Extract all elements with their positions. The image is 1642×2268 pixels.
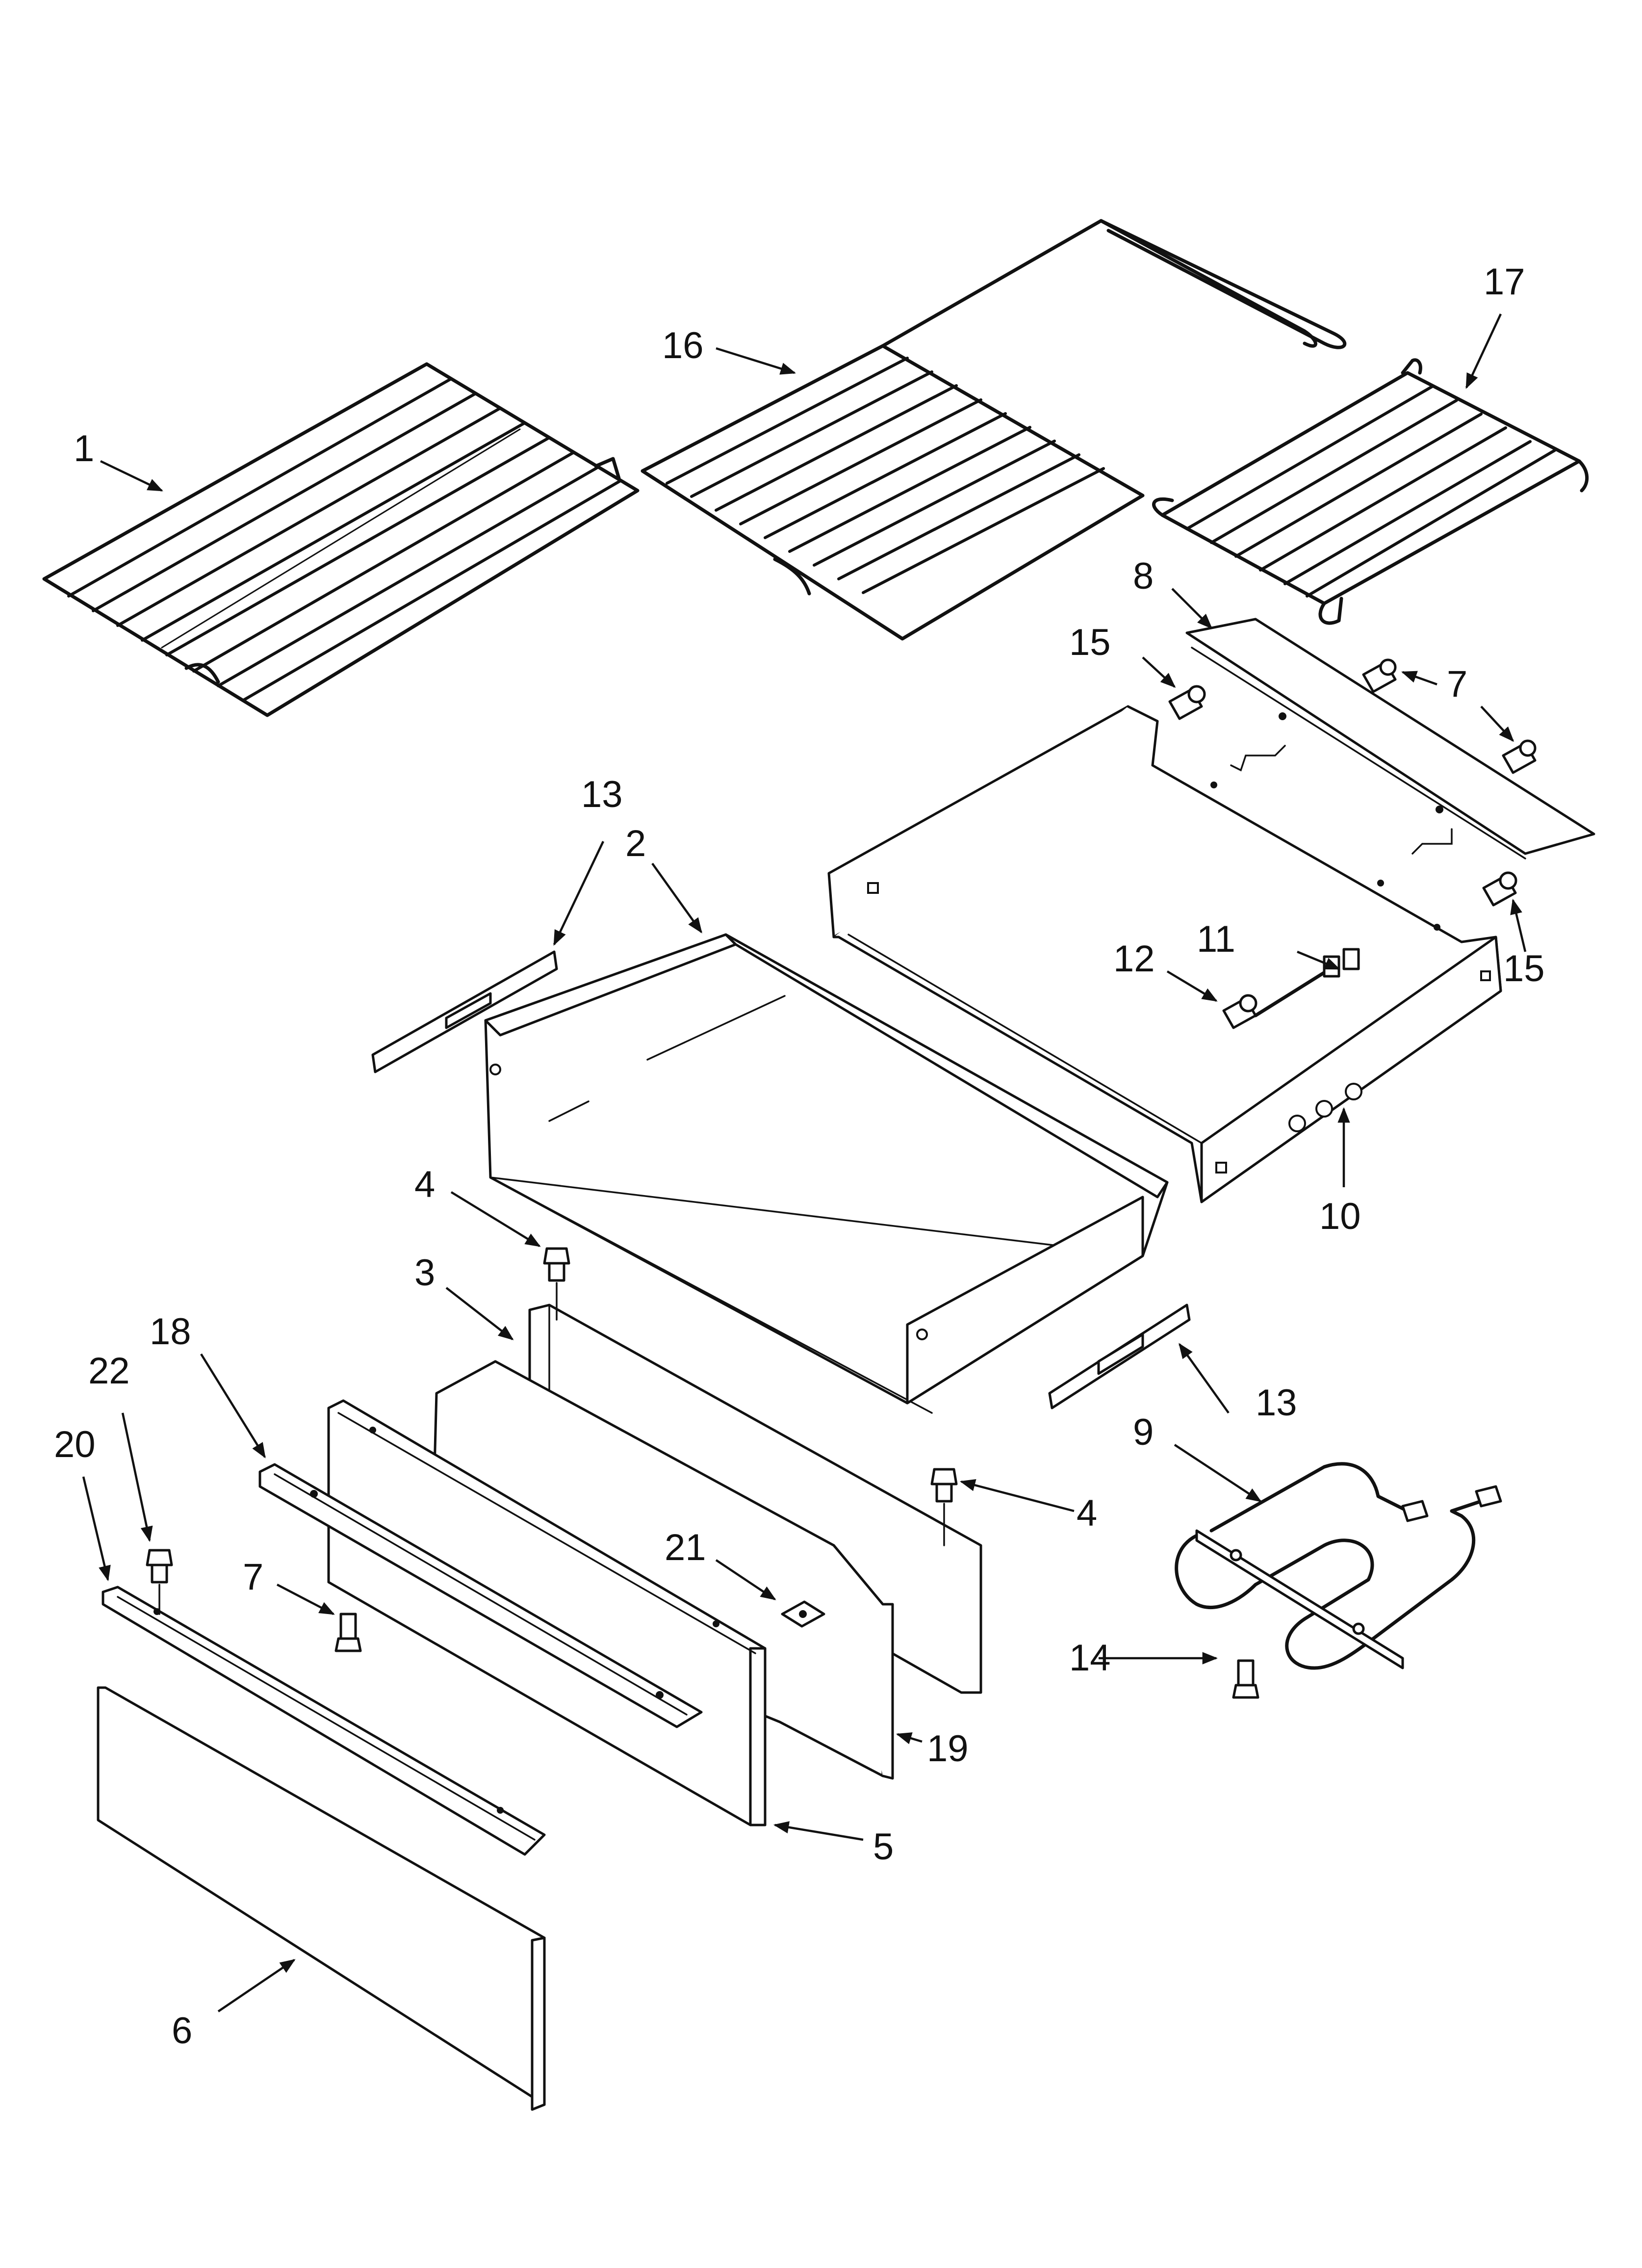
part-9-bake-element <box>1175 1462 1502 1670</box>
callout-4-lower: 4 <box>1077 1492 1097 1534</box>
callout-14: 14 <box>1069 1637 1111 1679</box>
callout-13-upper: 13 <box>581 774 623 815</box>
part-4-screw-right <box>930 1468 958 1546</box>
part-13-slide-left <box>371 950 558 1073</box>
callout-4-upper: 4 <box>414 1164 435 1205</box>
callout-13-lower: 13 <box>1256 1382 1297 1424</box>
callout-10: 10 <box>1319 1196 1361 1237</box>
callout-18: 18 <box>150 1311 191 1353</box>
callout-22: 22 <box>88 1350 130 1392</box>
callout-leaders <box>82 313 1527 2012</box>
part-5-drawer-front <box>327 1399 767 1826</box>
part-6-kick-panel <box>97 1686 546 2111</box>
part-18-handle-trim <box>258 1463 703 1728</box>
callout-9: 9 <box>1133 1411 1154 1453</box>
part-14-screw <box>1232 1659 1259 1699</box>
callout-12: 12 <box>1113 938 1155 980</box>
part-4-screw-left <box>543 1247 570 1321</box>
part-15-screw-upper <box>1168 685 1206 720</box>
part-16-extension-rack <box>641 219 1347 641</box>
callout-7-lower: 7 <box>243 1556 263 1598</box>
part-22-screw <box>146 1549 173 1615</box>
part-1-oven-rack <box>42 362 640 717</box>
part-7-screw-upper-a <box>1362 658 1397 693</box>
callout-16: 16 <box>662 325 704 366</box>
part-2-drawer-pan <box>484 933 1169 1414</box>
callout-6: 6 <box>172 2010 192 2052</box>
callout-5: 5 <box>873 1826 894 1868</box>
callout-15-lower: 15 <box>1503 948 1545 990</box>
part-10-drawer-housing <box>827 705 1502 1203</box>
part-15-screw-lower <box>1482 871 1517 907</box>
callout-19: 19 <box>927 1728 969 1770</box>
part-7-screw-upper-b <box>1502 739 1537 774</box>
callout-21: 21 <box>665 1527 706 1568</box>
part-17-half-rack <box>1152 358 1589 625</box>
callout-1: 1 <box>74 428 94 469</box>
callout-2: 2 <box>625 823 646 864</box>
part-21-clip <box>781 1600 825 1628</box>
part-8-rear-panel <box>1185 618 1595 860</box>
part-7-screw-lower <box>334 1613 362 1652</box>
callout-3: 3 <box>414 1252 435 1294</box>
callout-15-upper: 15 <box>1069 622 1111 663</box>
callout-8: 8 <box>1133 555 1154 597</box>
part-13-slide-right <box>1048 1303 1191 1409</box>
callout-labels: 1 2 3 4 4 5 6 7 7 8 9 10 11 12 13 13 14 … <box>54 261 1545 2052</box>
callout-7-upper: 7 <box>1447 663 1467 705</box>
callout-17: 17 <box>1484 261 1525 303</box>
part-20-bottom-trim <box>102 1586 546 1856</box>
part-12-screw <box>1222 994 1257 1029</box>
callout-20: 20 <box>54 1424 96 1465</box>
callout-11: 11 <box>1197 918 1235 960</box>
